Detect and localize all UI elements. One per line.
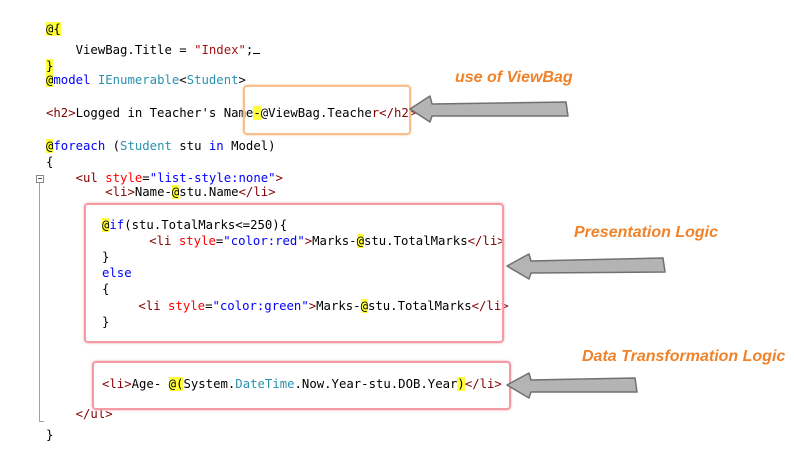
code-line-li-red: <li style="color:red">Marks-@stu.TotalMa… — [149, 234, 505, 248]
code-line-foreach-open: { — [46, 155, 54, 169]
annotation-transformation-logic: Data Transformation Logic — [582, 348, 786, 365]
text-cursor — [253, 41, 261, 54]
code-line-else-open: { — [102, 282, 110, 296]
code-line-else: else — [102, 266, 132, 280]
viewbag-highlight-box — [243, 85, 411, 135]
presentation-logic-box — [84, 203, 504, 343]
code-line-if: @if(stu.TotalMarks<=250){ — [102, 218, 288, 232]
code-line-h2-teacher: <h2>Logged in Teacher's Name-@ViewBag.Te… — [46, 106, 417, 120]
code-line-razor-close: } — [46, 59, 54, 73]
code-line-ul-close: </ul> — [75, 407, 113, 421]
code-line-li-green: <li style="color:green">Marks-@stu.Total… — [138, 299, 509, 313]
code-line-model-directive: @model IEnumerable<Student> — [46, 73, 246, 87]
code-line-razor-open: @{ — [46, 21, 61, 37]
code-line-viewbag-title: ViewBag.Title = "Index"; — [46, 41, 261, 58]
code-line-li-name: <li>Name-@stu.Name</li> — [105, 185, 276, 199]
left-arrow-icon — [506, 372, 638, 399]
transformation-logic-box — [92, 361, 511, 410]
code-line-else-close: } — [102, 315, 110, 329]
code-line-foreach-close: } — [46, 428, 54, 442]
left-arrow-icon — [409, 95, 569, 123]
annotation-presentation-logic: Presentation Logic — [574, 224, 719, 241]
collapse-minus-icon[interactable] — [36, 175, 44, 183]
outline-guide — [39, 183, 40, 421]
code-line-li-age: <li>Age- @(System.DateTime.Now.Year-stu.… — [102, 377, 502, 391]
code-line-ul-open: <ul style="list-style:none"> — [75, 171, 283, 185]
code-line-if-close: } — [102, 250, 110, 264]
code-line-foreach: @foreach (Student stu in Model) — [46, 139, 276, 153]
outline-guide-end — [39, 421, 44, 422]
razor-block-open: @{ — [46, 22, 61, 36]
annotation-viewbag: use of ViewBag — [455, 69, 573, 86]
left-arrow-icon — [506, 253, 666, 280]
